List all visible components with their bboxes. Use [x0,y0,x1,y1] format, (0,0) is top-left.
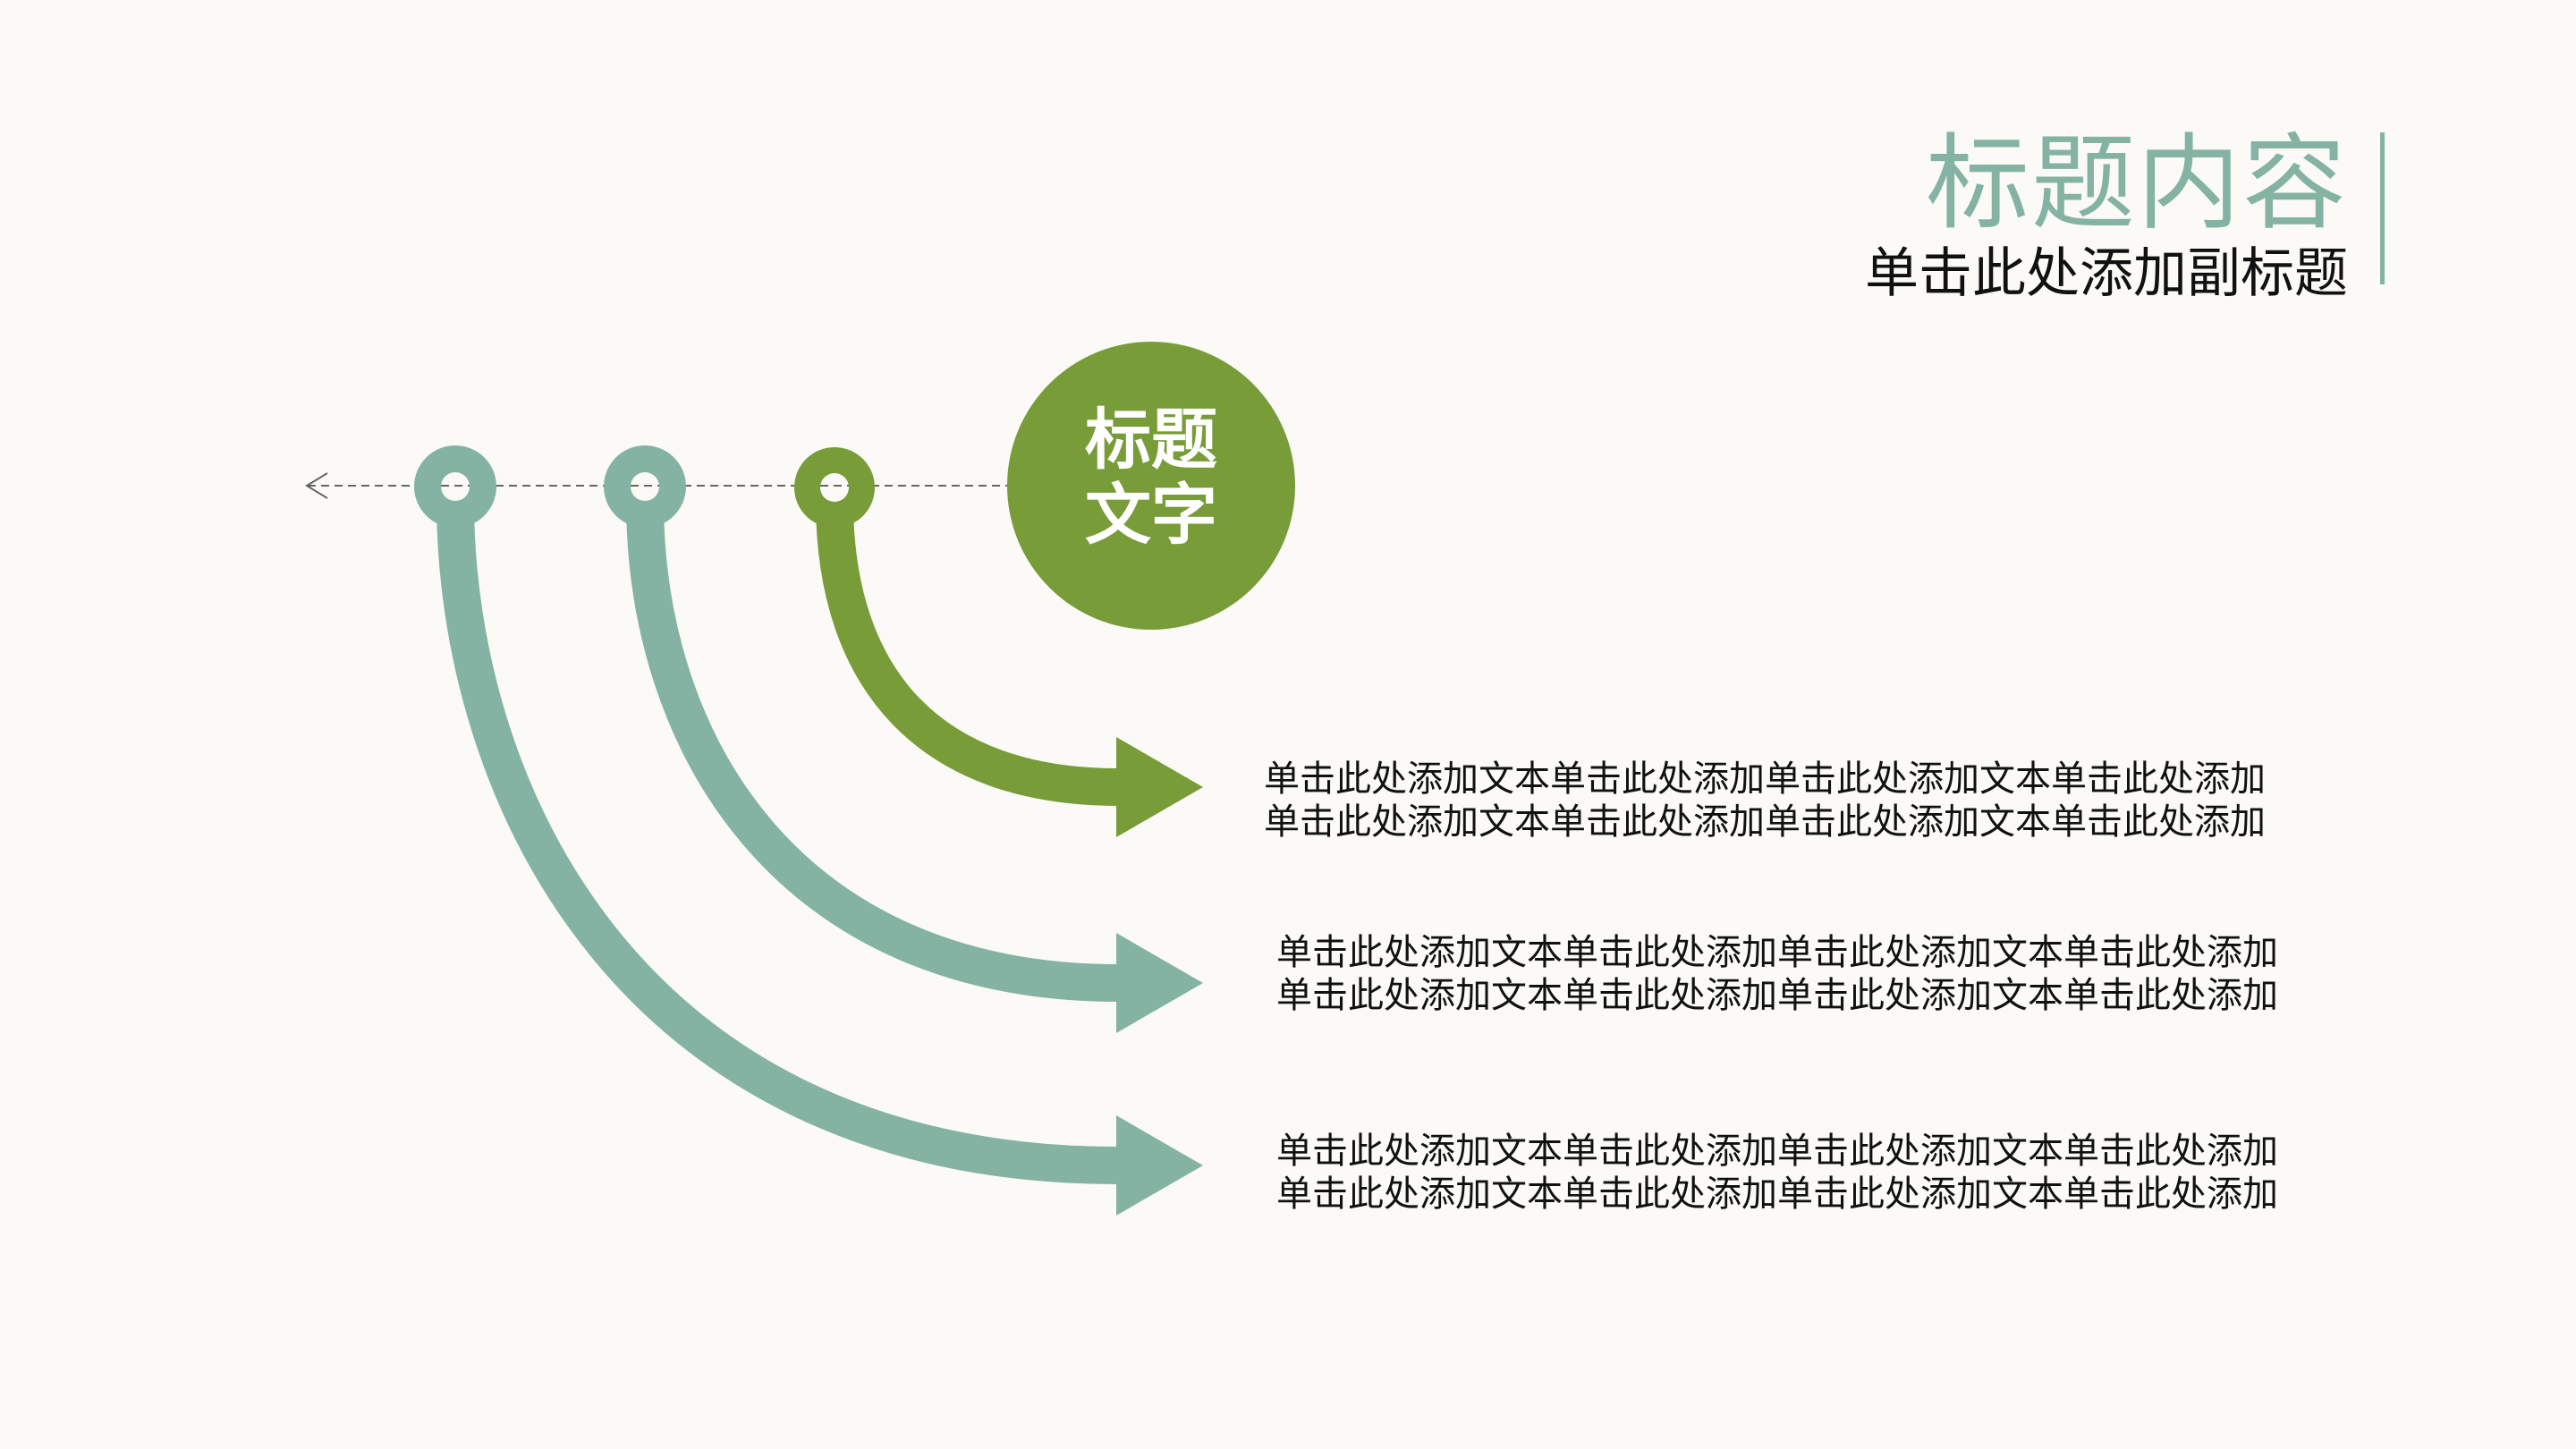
arrowhead-icon [1116,737,1203,837]
arrowhead-icon [1116,933,1203,1033]
hub-label-line-1: 标题 [1085,402,1217,479]
text-block-2: 单击此处添加文本单击此处添加单击此处添加文本单击此处添加 单击此处添加文本单击此… [1276,931,2278,1017]
hub-circle [1007,342,1295,630]
ring-node-icon [414,445,496,528]
ring-node-icon [794,447,875,528]
text-block-1: 单击此处添加文本单击此处添加单击此处添加文本单击此处添加 单击此处添加文本单击此… [1264,758,2266,843]
header: 标题内容 单击此处添加副标题 [1865,123,2348,308]
curved-arrow-2 [626,500,1203,1033]
arrowhead-icon [1116,1115,1203,1216]
text-line: 单击此处添加文本单击此处添加单击此处添加文本单击此处添加 [1276,1131,2278,1172]
title-accent-bar [2380,132,2385,284]
text-block-3: 单击此处添加文本单击此处添加单击此处添加文本单击此处添加 单击此处添加文本单击此… [1276,1130,2278,1216]
hub-label-line-2: 文字 [1085,477,1217,554]
curved-arrow-1 [816,500,1203,837]
text-line: 单击此处添加文本单击此处添加单击此处添加文本单击此处添加 [1276,975,2278,1016]
ring-node-icon [604,445,686,528]
hub-label: 标题 文字 [1007,402,1295,553]
arrow-left-icon [305,472,328,499]
text-line: 单击此处添加文本单击此处添加单击此处添加文本单击此处添加 [1276,932,2278,973]
curved-arrow-3 [436,500,1203,1216]
text-line: 单击此处添加文本单击此处添加单击此处添加文本单击此处添加 [1264,801,2266,843]
page-subtitle: 单击此处添加副标题 [1865,242,2348,305]
page-title: 标题内容 [1926,123,2348,244]
text-line: 单击此处添加文本单击此处添加单击此处添加文本单击此处添加 [1264,758,2266,800]
text-line: 单击此处添加文本单击此处添加单击此处添加文本单击此处添加 [1276,1174,2278,1215]
